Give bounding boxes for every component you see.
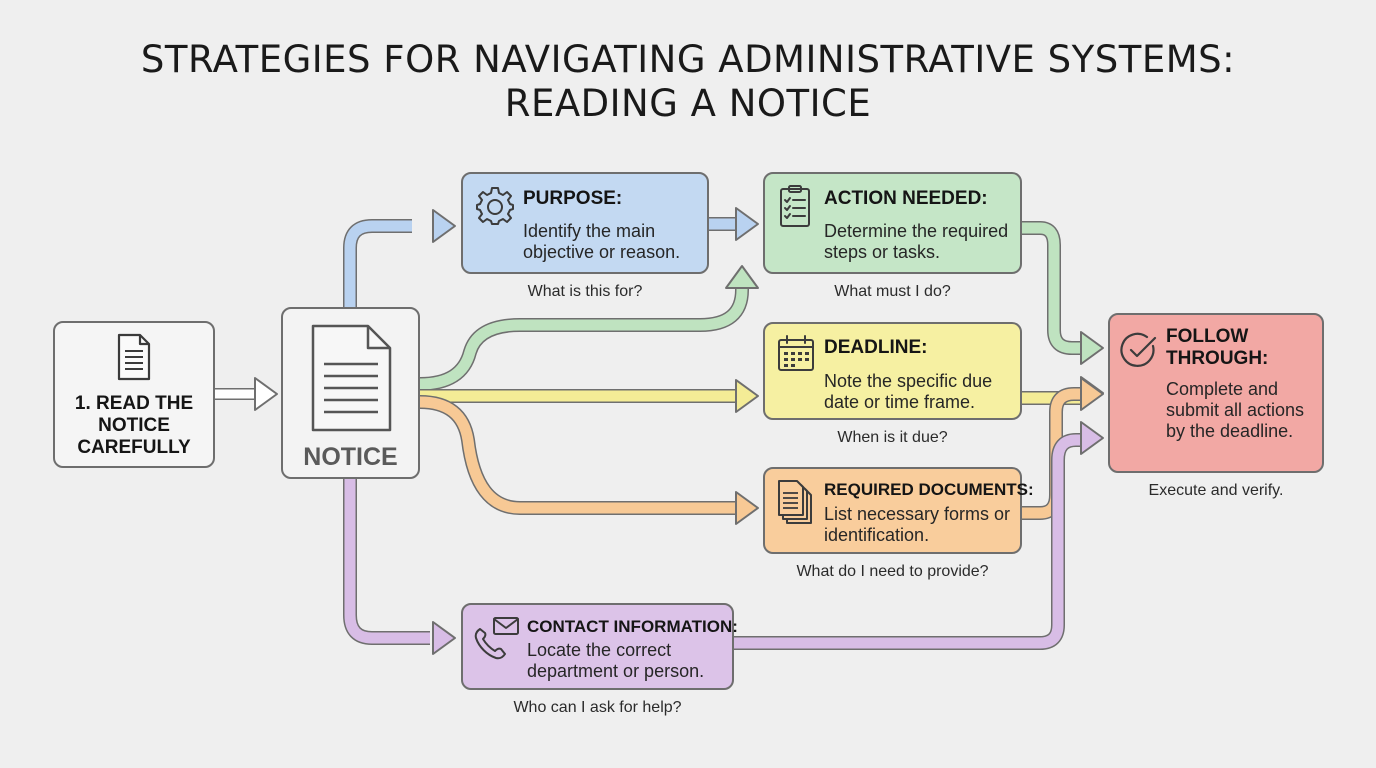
contact-to-follow-arrow bbox=[734, 421, 1104, 650]
deadline-body: Note the specific due date or time frame… bbox=[824, 371, 993, 412]
action-to-follow-arrow bbox=[1022, 221, 1104, 365]
title-line-1: STRATEGIES FOR NAVIGATING ADMINISTRATIVE… bbox=[140, 38, 1236, 81]
notice-to-documents-arrow bbox=[419, 395, 759, 525]
start-to-notice-arrow bbox=[215, 377, 278, 411]
gear-icon bbox=[475, 186, 515, 226]
contact-body: Locate the correct department or person. bbox=[527, 640, 705, 681]
document-icon bbox=[115, 333, 153, 381]
follow-heading: FOLLOW THROUGH: bbox=[1166, 326, 1269, 369]
purpose-heading: PURPOSE: bbox=[523, 188, 623, 209]
deadline-box: DEADLINE: Note the specific due date or … bbox=[763, 322, 1022, 420]
notice-label: NOTICE bbox=[303, 443, 398, 471]
action-heading: ACTION NEEDED: bbox=[824, 188, 988, 209]
notice-to-action-arrow bbox=[419, 265, 759, 391]
action-caption: What must I do? bbox=[834, 283, 951, 300]
deadline-caption: When is it due? bbox=[837, 429, 948, 446]
documents-body: List necessary forms or identification. bbox=[824, 504, 1011, 545]
notice-box: NOTICE bbox=[281, 307, 420, 479]
contact-box: CONTACT INFORMATION: Locate the correct … bbox=[461, 603, 738, 690]
follow-caption: Execute and verify. bbox=[1148, 482, 1284, 499]
stacked-documents-icon bbox=[777, 479, 813, 525]
page-title: STRATEGIES FOR NAVIGATING ADMINISTRATIVE… bbox=[0, 38, 1376, 126]
documents-heading: REQUIRED DOCUMENTS: bbox=[824, 480, 1034, 499]
deadline-heading: DEADLINE: bbox=[824, 337, 928, 358]
action-body: Determine the required steps or tasks. bbox=[824, 221, 1009, 262]
purpose-body: Identify the main objective or reason. bbox=[523, 221, 681, 262]
clipboard-checklist-icon bbox=[778, 184, 812, 228]
follow-through-box: FOLLOW THROUGH: Complete and submit all … bbox=[1108, 313, 1324, 473]
purpose-to-action-arrow bbox=[709, 207, 759, 241]
read-notice-box: 1. READ THE NOTICE CAREFULLY bbox=[53, 321, 215, 468]
title-line-2: READING A NOTICE bbox=[504, 82, 872, 125]
read-notice-label: 1. READ THE NOTICE CAREFULLY bbox=[74, 393, 194, 458]
calendar-icon bbox=[777, 334, 815, 372]
notice-document-icon bbox=[308, 322, 394, 434]
follow-body: Complete and submit all actions by the d… bbox=[1166, 379, 1305, 441]
contact-heading: CONTACT INFORMATION: bbox=[527, 617, 738, 636]
documents-caption: What do I need to provide? bbox=[796, 563, 989, 580]
documents-box: REQUIRED DOCUMENTS: List necessary forms… bbox=[763, 467, 1034, 554]
notice-to-purpose-arrow bbox=[343, 209, 456, 307]
purpose-caption: What is this for? bbox=[527, 283, 643, 300]
check-circle-icon bbox=[1120, 332, 1158, 370]
contact-caption: Who can I ask for help? bbox=[513, 699, 682, 716]
phone-mail-icon bbox=[472, 615, 522, 661]
purpose-box: PURPOSE: Identify the main objective or … bbox=[461, 172, 709, 274]
action-box: ACTION NEEDED: Determine the required st… bbox=[763, 172, 1022, 274]
notice-to-contact-arrow bbox=[343, 479, 456, 655]
notice-to-deadline-arrow bbox=[420, 379, 759, 413]
